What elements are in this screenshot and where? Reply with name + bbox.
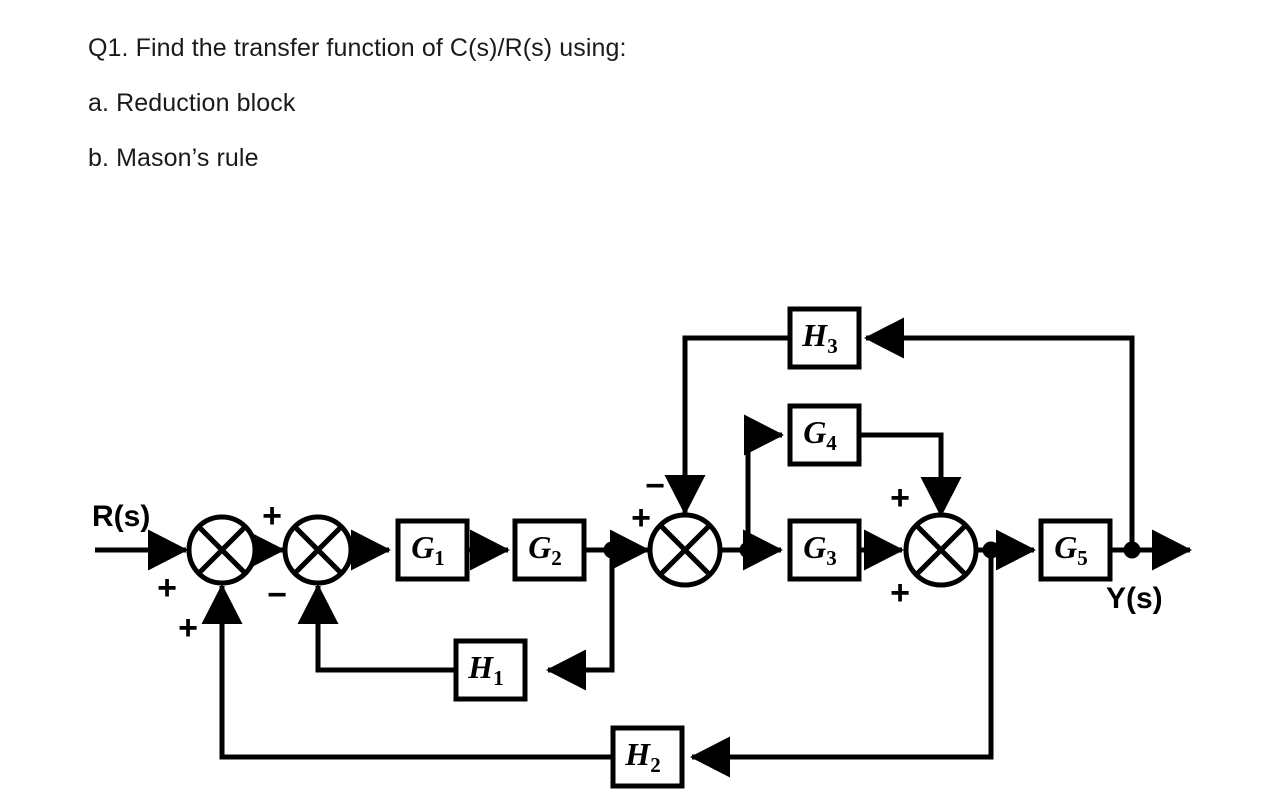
block-g4-sub: 4 [826, 431, 837, 455]
wire-n2-up-to-g4 [744, 414, 785, 550]
block-g3[interactable]: G3 [787, 518, 862, 582]
wire-output-to-h3 [863, 317, 1135, 550]
block-g1-label: G1 [411, 529, 445, 569]
block-g4-base: G [803, 414, 826, 450]
block-g5-label: G5 [1054, 529, 1088, 569]
block-g2[interactable]: G2 [512, 518, 587, 582]
branch-node-after-sum4 [982, 541, 1000, 559]
sign-sum4-top: + [890, 479, 910, 517]
block-g4[interactable]: G4 [787, 403, 862, 467]
block-h3-base: H [801, 317, 828, 353]
wire-n1-down-to-h1 [545, 550, 615, 691]
block-g5[interactable]: G5 [1038, 518, 1113, 582]
block-g2-label: G2 [528, 529, 562, 569]
block-g1[interactable]: G1 [395, 518, 470, 582]
block-g5-base: G [1054, 529, 1077, 565]
output-label: Y(s) [1106, 582, 1163, 615]
branch-node-output [1123, 541, 1141, 559]
summing-junction-3[interactable] [647, 512, 723, 588]
summing-junction-4[interactable] [903, 512, 979, 588]
wire-h1-to-sum2 [297, 583, 456, 673]
block-g1-sub: 1 [434, 546, 445, 570]
sign-sum4-bottom: + [890, 574, 910, 612]
block-diagram-figure: G1 G2 G3 G4 G5 H1 H2 [0, 230, 1280, 803]
block-g2-base: G [528, 529, 551, 565]
block-h2-label: H2 [624, 736, 660, 776]
block-g3-label: G3 [803, 529, 837, 569]
block-h2[interactable]: H2 [610, 725, 685, 789]
sign-sum3-left: + [631, 499, 651, 537]
block-g1-base: G [411, 529, 434, 565]
block-h3-label: H3 [801, 317, 837, 357]
block-h2-base: H [624, 736, 651, 772]
wire-n3-down-to-h2 [689, 550, 994, 778]
block-h1-label: H1 [467, 649, 503, 689]
sign-sum2-left: − [267, 576, 287, 614]
question-text-block: Q1. Find the transfer function of C(s)/R… [88, 36, 988, 201]
sign-sum1-bottom: + [178, 609, 198, 647]
block-g4-label: G4 [803, 414, 837, 454]
wire-h3-to-sum3 [664, 335, 790, 516]
sign-sum1-left: + [157, 569, 177, 607]
wire-g4-to-sum4 [859, 432, 962, 518]
wire-h2-to-sum1 [201, 583, 613, 760]
block-h1-sub: 1 [493, 666, 504, 690]
block-g3-base: G [803, 529, 826, 565]
block-h3-sub: 3 [827, 334, 838, 358]
sign-sum1-top: + [262, 497, 282, 535]
block-h2-sub: 2 [650, 753, 661, 777]
summing-junction-2[interactable] [282, 514, 354, 586]
question-line-prompt: Q1. Find the transfer function of C(s)/R… [88, 34, 627, 62]
sign-sum3-top: − [645, 467, 665, 505]
block-diagram-svg: G1 G2 G3 G4 G5 H1 H2 [92, 306, 1193, 789]
question-line-b: b. Mason’s rule [88, 144, 259, 172]
branch-node-before-g3 [739, 541, 757, 559]
question-line-a: a. Reduction block [88, 89, 296, 117]
block-g5-sub: 5 [1077, 546, 1088, 570]
block-h1-base: H [467, 649, 494, 685]
branch-node-after-g2 [603, 541, 621, 559]
block-g3-sub: 3 [826, 546, 837, 570]
input-label: R(s) [92, 500, 150, 533]
block-g2-sub: 2 [551, 546, 562, 570]
block-h1[interactable]: H1 [453, 638, 528, 702]
block-h3[interactable]: H3 [787, 306, 862, 370]
summing-junction-1[interactable] [186, 514, 258, 586]
